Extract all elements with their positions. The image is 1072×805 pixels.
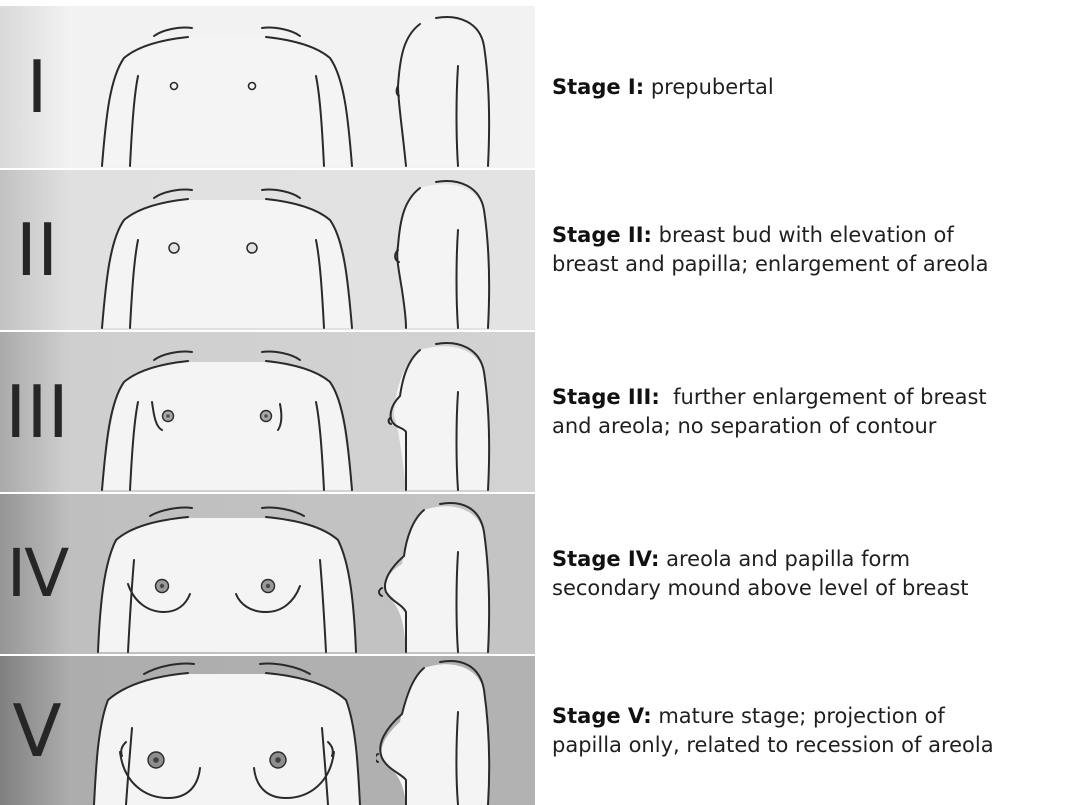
stage-label: Stage II:	[552, 223, 652, 247]
front-view-figure	[82, 170, 372, 330]
stage-label: Stage I:	[552, 75, 644, 99]
stage-row-5: V Stage V: mature stage; projection of p…	[0, 656, 1072, 805]
stage-text-line2: papilla only, related to recession of ar…	[552, 731, 1062, 760]
stage-text-line2: breast and papilla; enlargement of areol…	[552, 250, 1062, 279]
stage-numeral: III	[0, 332, 74, 492]
stage-label: Stage III:	[552, 385, 660, 409]
stage-text-line1: prepubertal	[644, 75, 774, 99]
stage-text-line1: areola and papilla form	[659, 547, 910, 571]
front-view-figure	[82, 656, 372, 805]
stage-label: Stage V:	[552, 704, 652, 728]
stage-description: Stage II: breast bud with elevation of b…	[552, 170, 1062, 330]
side-view-figure	[376, 6, 506, 168]
stage-row-1: I Stage I: prepubertal	[0, 6, 1072, 168]
stage-description: Stage IV: areola and papilla form second…	[552, 494, 1062, 654]
stage-row-3: III Stage III: further enlargement of br…	[0, 332, 1072, 492]
stage-row-4: IV Stage IV: areola and papilla form sec…	[0, 494, 1072, 654]
stage-text-line1: mature stage; projection of	[652, 704, 945, 728]
stage-numeral: II	[0, 170, 74, 330]
stage-row-2: II Stage II: breast bud with elevation o…	[0, 170, 1072, 330]
stage-text-line1: breast bud with elevation of	[652, 223, 954, 247]
front-view-figure	[82, 494, 372, 654]
front-view-figure	[82, 332, 372, 492]
stage-text-line1: further enlargement of breast	[660, 385, 987, 409]
stage-description: Stage III: further enlargement of breast…	[552, 332, 1062, 492]
stage-label: Stage IV:	[552, 547, 659, 571]
side-view-figure	[376, 494, 506, 654]
stage-text-line2: and areola; no separation of contour	[552, 412, 1062, 441]
stage-numeral: IV	[0, 494, 74, 654]
stage-description: Stage V: mature stage; projection of pap…	[552, 656, 1062, 805]
stage-text-line2: secondary mound above level of breast	[552, 574, 1062, 603]
side-view-figure	[376, 170, 506, 330]
stage-numeral: I	[0, 6, 74, 168]
front-view-figure	[82, 6, 372, 168]
stage-numeral: V	[0, 656, 74, 805]
side-view-figure	[376, 656, 506, 805]
side-view-figure	[376, 332, 506, 492]
stage-description: Stage I: prepubertal	[552, 6, 1062, 168]
